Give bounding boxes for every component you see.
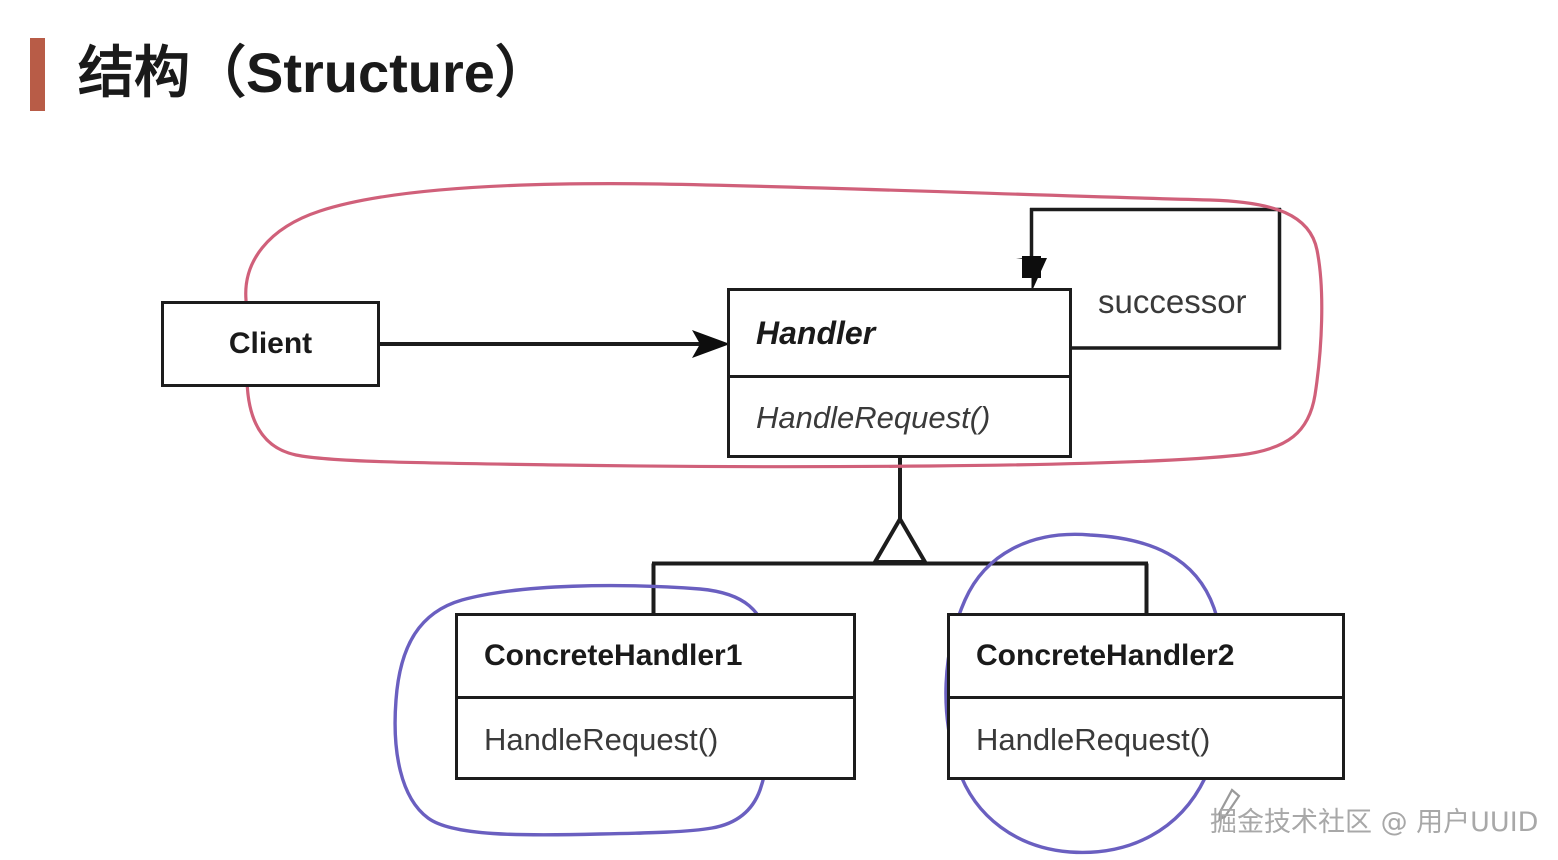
association-client-to-handler <box>380 330 730 358</box>
annotation-ink-red-loop <box>244 182 1324 469</box>
uml-class-handler[interactable]: Handler HandleRequest() <box>727 288 1072 458</box>
uml-class-concrete-handler-2[interactable]: ConcreteHandler2 HandleRequest() <box>947 613 1345 780</box>
uml-class-name-row: ConcreteHandler1 <box>458 616 853 696</box>
page-title: 结构（Structure） <box>78 41 551 104</box>
annotation-ink-blue-loop-2 <box>944 532 1228 855</box>
uml-class-name: Handler <box>756 314 876 351</box>
uml-operation: HandleRequest() <box>484 721 719 757</box>
generalization-triangle-icon <box>871 515 929 564</box>
uml-class-name-row: Handler <box>730 291 1069 375</box>
watermark-text: 掘金技术社区 @ 用户UUID <box>1210 807 1539 838</box>
self-association-successor <box>1016 207 1282 350</box>
uml-class-name-row: Client <box>164 304 377 384</box>
uml-class-name: ConcreteHandler1 <box>484 639 743 672</box>
uml-operation: HandleRequest() <box>976 721 1211 757</box>
association-role-label: successor <box>1098 283 1247 320</box>
arrowhead-icon <box>692 330 730 358</box>
uml-class-concrete-handler-1[interactable]: ConcreteHandler1 HandleRequest() <box>455 613 856 780</box>
uml-operation: HandleRequest() <box>756 400 991 435</box>
watermark: 掘金技术社区 @ 用户UUID <box>1210 800 1538 839</box>
slide-header: 结构（Structure） <box>0 0 1558 150</box>
uml-class-client[interactable]: Client <box>161 301 380 387</box>
uml-operations-row: HandleRequest() <box>950 696 1342 780</box>
uml-class-name-row: ConcreteHandler2 <box>950 616 1342 696</box>
uml-operations-row: HandleRequest() <box>730 375 1069 458</box>
title-accent-bar <box>30 38 45 111</box>
uml-class-name: ConcreteHandler2 <box>976 639 1235 672</box>
uml-class-name: Client <box>228 327 313 360</box>
generalization-tree <box>651 458 1149 613</box>
uml-operations-row: HandleRequest() <box>458 696 853 780</box>
pencil-icon <box>1217 788 1241 822</box>
